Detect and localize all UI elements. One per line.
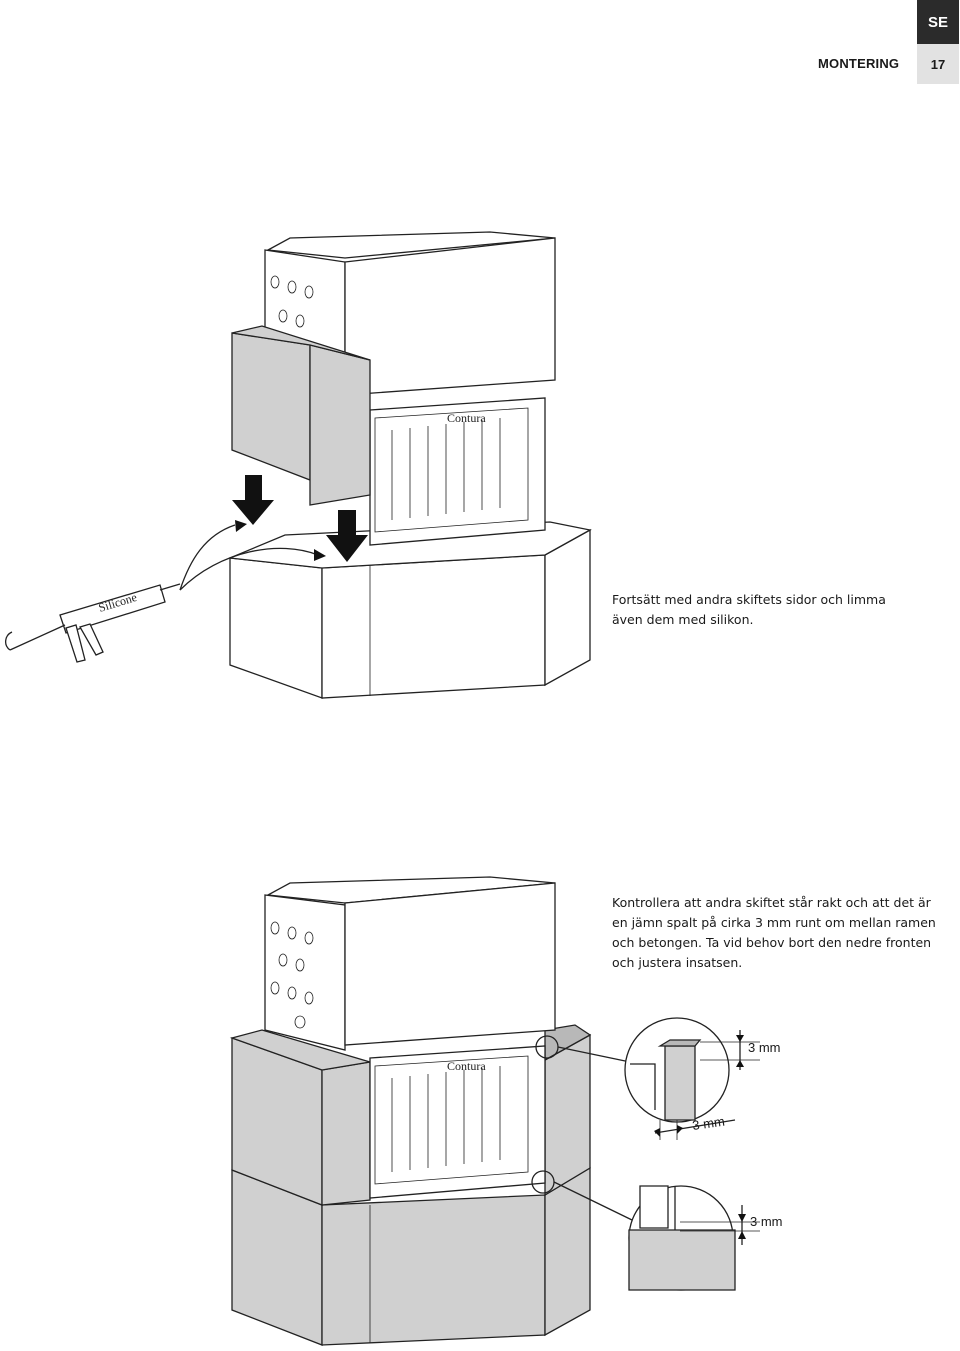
ventilation-holes xyxy=(270,275,314,328)
brand-mark: Contura xyxy=(447,1059,486,1073)
down-arrow-icon xyxy=(232,475,368,562)
figure-1-caption: Fortsätt med andra skiftets sidor och li… xyxy=(612,592,886,627)
brand-mark: Contura xyxy=(447,411,486,425)
section-title: MONTERING xyxy=(818,56,900,71)
page-number: 17 xyxy=(917,44,959,84)
figure-2-caption: Kontrollera att andra skiftet står rakt … xyxy=(612,895,936,970)
detail-view-bottom xyxy=(628,1185,736,1291)
curved-arrow-icon xyxy=(179,524,236,591)
language-tab: SE xyxy=(917,0,959,44)
dimension-mid: 3 mm xyxy=(691,1114,725,1133)
dimension-top: 3 mm xyxy=(748,1040,781,1055)
figure-2-illustration: Contura 3 mm 3 mm xyxy=(229,876,783,1346)
dimension-bottom: 3 mm xyxy=(750,1214,783,1229)
firebox-grate xyxy=(391,1066,501,1172)
ventilation-holes xyxy=(270,921,314,1029)
firebox-grate xyxy=(391,418,501,520)
silicone-gun-icon: Silicone xyxy=(5,583,181,663)
detail-view-top xyxy=(624,1017,730,1123)
figure-1-illustration: Contura Silicone xyxy=(5,231,592,699)
